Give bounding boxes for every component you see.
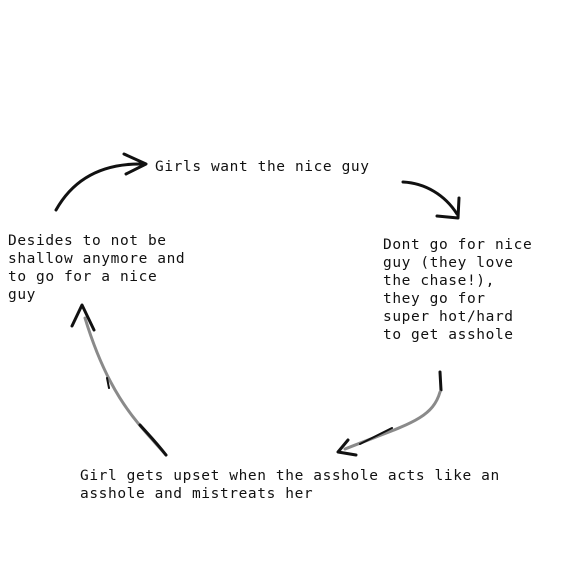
step-girls-want-nice-guy: Girls want the nice guy [155, 159, 370, 175]
step-girl-gets-upset: Girl gets upset when the asshole acts li… [80, 468, 500, 502]
step-decides-nice-guy: Desides to not be shallow anymore and to… [8, 233, 186, 303]
arrow-right-to-bottom [336, 370, 443, 457]
arrow-top-to-right [401, 180, 461, 220]
arrow-bottom-to-left [70, 303, 168, 457]
arrow-left-to-top [54, 152, 148, 212]
step-go-for-asshole: Dont go for nice guy (they love the chas… [383, 237, 533, 343]
